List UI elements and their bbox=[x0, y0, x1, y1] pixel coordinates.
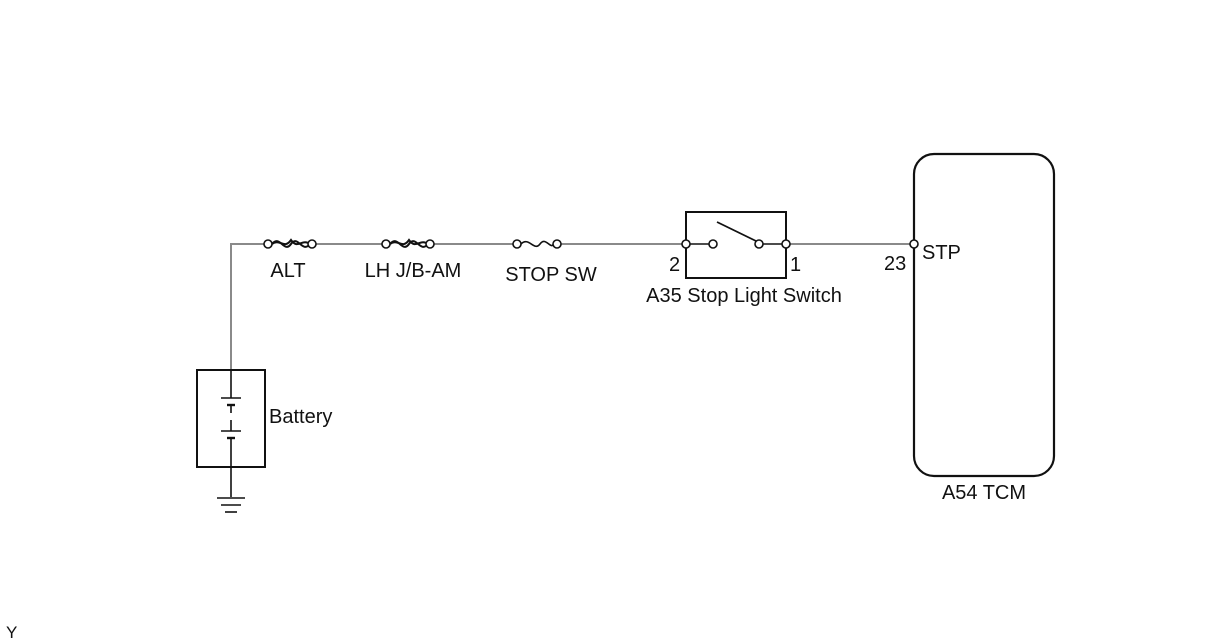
tcm-box bbox=[909, 152, 1056, 478]
fuse-lh-jb-am bbox=[381, 238, 435, 249]
main-wire bbox=[230, 243, 268, 370]
fuse-alt bbox=[263, 238, 317, 249]
switch-pin-left-label: 2 bbox=[669, 254, 680, 276]
battery-symbol bbox=[196, 369, 266, 468]
tcm-pin-name-label: STP bbox=[922, 242, 961, 264]
fuse-lh-jb-am-label: LH J/B-AM bbox=[365, 260, 462, 282]
battery-label: Battery bbox=[269, 406, 332, 428]
switch-pin-right-label: 1 bbox=[790, 254, 801, 276]
tcm-pin-number-label: 23 bbox=[884, 253, 906, 275]
tcm-name-label: A54 TCM bbox=[942, 482, 1026, 504]
switch-name-label: A35 Stop Light Switch bbox=[646, 285, 842, 307]
ground-symbol bbox=[217, 467, 245, 513]
fuse-stop-sw bbox=[512, 239, 562, 249]
fuse-alt-label: ALT bbox=[270, 260, 305, 282]
switch-terminal-1 bbox=[781, 239, 791, 249]
stop-light-switch bbox=[681, 211, 791, 279]
tcm-terminal-23 bbox=[909, 239, 919, 249]
fuse-stop-sw-label: STOP SW bbox=[505, 264, 597, 286]
switch-terminal-2 bbox=[681, 239, 691, 249]
footer-code: Y bbox=[6, 623, 17, 642]
